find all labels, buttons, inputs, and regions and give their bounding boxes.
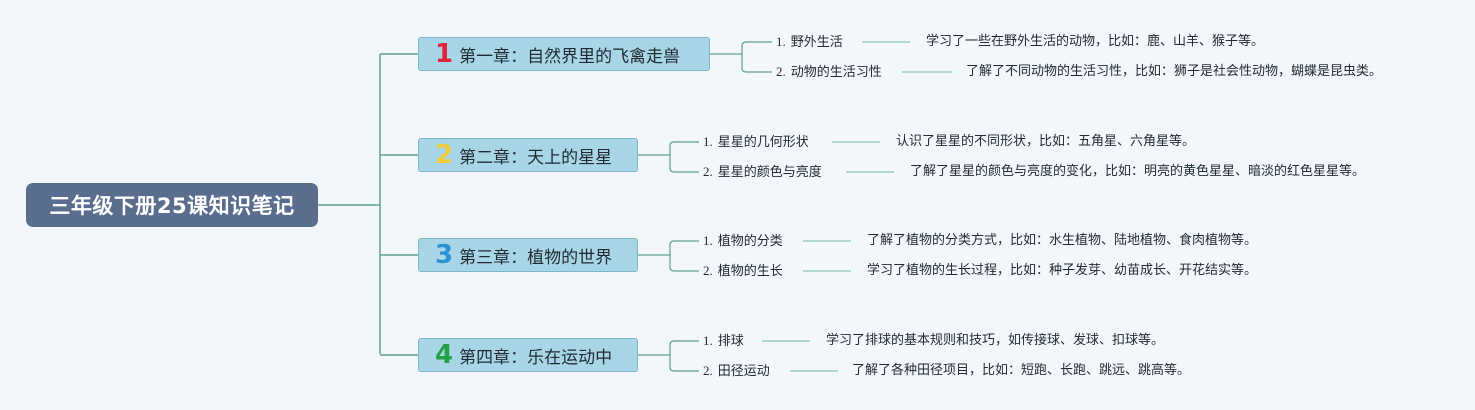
chapter-number-4: 4 (435, 340, 454, 370)
topic-index: 2. (703, 363, 713, 378)
topic-index: 1. (703, 333, 713, 348)
topic-connector-1-2 (741, 54, 772, 73)
chapter-number-2: 2 (435, 140, 454, 170)
detail-3-2[interactable]: 学习了植物的生长过程，比如：种子发芽、幼苗成长、开花结实等。 (867, 263, 1257, 279)
detail-text: 了解了各种田径项目，比如：短跑、长跑、跳远、跳高等。 (852, 363, 1191, 378)
topic-index: 2. (776, 64, 786, 79)
topic-connector-4-1 (669, 340, 699, 355)
topic-3-1[interactable]: 1. 植物的分类 (703, 233, 783, 250)
topic-2-1[interactable]: 1. 星星的几何形状 (703, 134, 809, 151)
detail-1-2[interactable]: 了解了不同动物的生活习性，比如：狮子是社会性动物，蝴蝶是昆虫类。 (966, 64, 1382, 80)
detail-4-2[interactable]: 了解了各种田径项目，比如：短跑、长跑、跳远、跳高等。 (852, 363, 1190, 379)
chapter-number-3: 3 (435, 240, 454, 270)
root-node[interactable]: 三年级下册25课知识笔记 (26, 183, 318, 227)
detail-1-1[interactable]: 学习了一些在野外生活的动物，比如：鹿、山羊、猴子等。 (926, 34, 1264, 50)
detail-text: 学习了排球的基本规则和技巧，如传接球、发球、扣球等。 (826, 333, 1165, 348)
topic-connector-2-2 (669, 155, 699, 173)
detail-text: 了解了植物的分类方式，比如：水生植物、陆地植物、食肉植物等。 (867, 233, 1258, 248)
detail-4-1[interactable]: 学习了排球的基本规则和技巧，如传接球、发球、扣球等。 (826, 333, 1164, 349)
topic-4-1[interactable]: 1. 排球 (703, 333, 744, 350)
topic-connector-4-2 (669, 355, 699, 372)
topic-connector-2-1 (669, 141, 699, 155)
topic-connector-3-1 (669, 240, 699, 255)
detail-3-1[interactable]: 了解了植物的分类方式，比如：水生植物、陆地植物、食肉植物等。 (867, 233, 1257, 249)
topic-1-1[interactable]: 1. 野外生活 (776, 34, 843, 51)
chapter-node-4[interactable]: 4 第四章：乐在运动中 (418, 338, 638, 372)
topic-index: 1. (776, 34, 786, 49)
chapter-title-3: 第三章：植物的世界 (459, 247, 613, 268)
topic-label: 野外生活 (790, 35, 843, 50)
detail-text: 了解了不同动物的生活习性，比如：狮子是社会性动物，蝴蝶是昆虫类。 (966, 64, 1383, 79)
chapter-title-2: 第二章：天上的星星 (459, 147, 613, 168)
root-title: 三年级下册25课知识笔记 (49, 194, 295, 218)
topic-connector-1-1 (741, 41, 772, 54)
chapter-node-1[interactable]: 1 第一章：自然界里的飞禽走兽 (418, 37, 710, 71)
chapter-number-1: 1 (435, 39, 454, 69)
detail-text: 学习了植物的生长过程，比如：种子发芽、幼苗成长、开花结实等。 (867, 263, 1258, 278)
chapter-title-1: 第一章：自然界里的飞禽走兽 (459, 46, 681, 67)
detail-text: 学习了一些在野外生活的动物，比如：鹿、山羊、猴子等。 (926, 34, 1265, 49)
topic-label: 田径运动 (717, 364, 770, 379)
detail-2-1[interactable]: 认识了星星的不同形状，比如：五角星、六角星等。 (896, 134, 1195, 150)
chapter-title-4: 第四章：乐在运动中 (459, 347, 613, 368)
topic-label: 排球 (717, 334, 744, 349)
chapter-node-3[interactable]: 3 第三章：植物的世界 (418, 238, 638, 272)
topic-2-2[interactable]: 2. 星星的颜色与亮度 (703, 164, 822, 181)
topic-4-2[interactable]: 2. 田径运动 (703, 363, 770, 380)
topic-3-2[interactable]: 2. 植物的生长 (703, 263, 783, 280)
topic-index: 2. (703, 263, 713, 278)
topic-index: 1. (703, 233, 713, 248)
detail-2-2[interactable]: 了解了星星的颜色与亮度的变化，比如：明亮的黄色星星、暗淡的红色星星等。 (910, 164, 1365, 180)
topic-label: 动物的生活习性 (790, 65, 882, 80)
topic-index: 1. (703, 134, 713, 149)
detail-text: 了解了星星的颜色与亮度的变化，比如：明亮的黄色星星、暗淡的红色星星等。 (910, 164, 1366, 179)
topic-label: 植物的分类 (717, 234, 783, 249)
topic-1-2[interactable]: 2. 动物的生活习性 (776, 64, 882, 81)
topic-label: 星星的颜色与亮度 (717, 165, 822, 180)
topic-label: 星星的几何形状 (717, 135, 809, 150)
topic-index: 2. (703, 164, 713, 179)
topic-connector-3-2 (669, 255, 699, 272)
chapter-node-2[interactable]: 2 第二章：天上的星星 (418, 138, 638, 172)
topic-label: 植物的生长 (717, 264, 783, 279)
detail-text: 认识了星星的不同形状，比如：五角星、六角星等。 (896, 134, 1196, 149)
